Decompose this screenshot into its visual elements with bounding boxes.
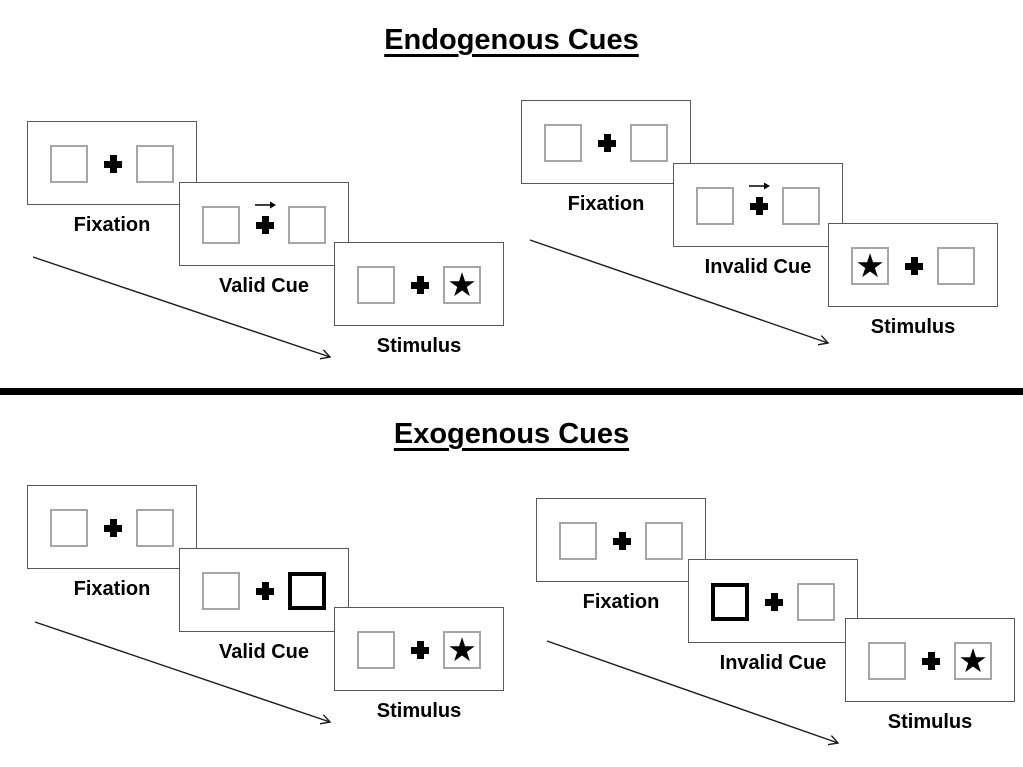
panel-fixation — [521, 100, 691, 184]
panel-group-endo-valid-fixation: Fixation — [27, 121, 197, 236]
timeline-arrow-endogenous-valid — [32, 256, 330, 357]
panel-group-endo-invalid-stimulus: ★ Stimulus — [828, 223, 998, 338]
star-icon: ★ — [855, 245, 885, 285]
star-icon: ★ — [447, 629, 477, 669]
target-box-left: ★ — [851, 247, 889, 285]
placeholder-box-right — [645, 522, 683, 560]
section-divider — [0, 388, 1023, 395]
placeholder-box-right — [136, 145, 174, 183]
fixation-cross-icon — [613, 532, 631, 550]
placeholder-box-right — [797, 583, 835, 621]
panel-group-endo-valid-stimulus: ★ Stimulus — [334, 242, 504, 357]
placeholder-box-right — [136, 509, 174, 547]
panel-stimulus: ★ — [334, 242, 504, 326]
fixation-cross-icon — [765, 593, 783, 611]
panel-group-exo-valid-stimulus: ★ Stimulus — [334, 607, 504, 722]
target-box-right: ★ — [954, 642, 992, 680]
placeholder-box-left — [559, 522, 597, 560]
placeholder-box-left — [696, 187, 734, 225]
panel-label: Invalid Cue — [704, 256, 812, 278]
highlighted-cue-box-left — [711, 583, 749, 621]
panel-stimulus: ★ — [334, 607, 504, 691]
panel-group-endo-valid-cue: Valid Cue — [179, 182, 349, 297]
fixation-cross-icon — [750, 197, 768, 215]
fixation-cross-icon — [598, 134, 616, 152]
placeholder-box-left — [357, 266, 395, 304]
panel-label: Stimulus — [870, 316, 956, 338]
fixation-cross-icon — [256, 582, 274, 600]
cue-arrow-right-icon — [255, 201, 276, 209]
panel-group-exo-invalid-fixation: Fixation — [536, 498, 706, 613]
placeholder-box-left — [202, 206, 240, 244]
panel-invalid-cue — [673, 163, 843, 247]
highlighted-cue-box-right — [288, 572, 326, 610]
panel-group-endo-invalid-cue: Invalid Cue — [673, 163, 843, 278]
placeholder-box-left — [357, 631, 395, 669]
fixation-cross-icon — [104, 155, 122, 173]
panel-fixation — [27, 485, 197, 569]
panel-label: Valid Cue — [218, 275, 310, 297]
placeholder-box-right — [937, 247, 975, 285]
placeholder-box-left — [868, 642, 906, 680]
fixation-cross-icon — [104, 519, 122, 537]
panel-label: Stimulus — [376, 335, 462, 357]
fixation-cross-icon — [411, 641, 429, 659]
exogenous-section-title: Exogenous Cues — [393, 418, 630, 450]
panel-label: Fixation — [567, 193, 645, 215]
panel-group-exo-invalid-stimulus: ★ Stimulus — [845, 618, 1015, 733]
panel-label: Fixation — [73, 214, 151, 236]
panel-group-exo-invalid-cue: Invalid Cue — [688, 559, 858, 674]
panel-label: Fixation — [73, 578, 151, 600]
panel-fixation — [27, 121, 197, 205]
fixation-cross-icon — [905, 257, 923, 275]
fixation-cross-icon — [256, 216, 274, 234]
panel-label: Valid Cue — [218, 641, 310, 663]
panel-stimulus: ★ — [845, 618, 1015, 702]
panel-group-endo-invalid-fixation: Fixation — [521, 100, 691, 215]
timeline-arrow-exogenous-valid — [34, 621, 330, 722]
placeholder-box-left — [202, 572, 240, 610]
panel-group-exo-valid-fixation: Fixation — [27, 485, 197, 600]
placeholder-box-right — [288, 206, 326, 244]
panel-stimulus: ★ — [828, 223, 998, 307]
panel-valid-cue — [179, 182, 349, 266]
fixation-cross-icon — [411, 276, 429, 294]
panel-invalid-cue — [688, 559, 858, 643]
placeholder-box-left — [544, 124, 582, 162]
star-icon: ★ — [447, 264, 477, 304]
panel-label: Fixation — [582, 591, 660, 613]
panel-fixation — [536, 498, 706, 582]
panel-valid-cue — [179, 548, 349, 632]
placeholder-box-right — [782, 187, 820, 225]
panel-label: Stimulus — [887, 711, 973, 733]
target-box-right: ★ — [443, 631, 481, 669]
fixation-cross-icon — [922, 652, 940, 670]
placeholder-box-right — [630, 124, 668, 162]
target-box-right: ★ — [443, 266, 481, 304]
placeholder-box-left — [50, 145, 88, 183]
panel-group-exo-valid-cue: Valid Cue — [179, 548, 349, 663]
cue-arrow-right-icon — [749, 182, 770, 190]
endogenous-section-title: Endogenous Cues — [384, 24, 639, 56]
panel-label: Stimulus — [376, 700, 462, 722]
star-icon: ★ — [958, 640, 988, 680]
placeholder-box-left — [50, 509, 88, 547]
panel-label: Invalid Cue — [719, 652, 827, 674]
